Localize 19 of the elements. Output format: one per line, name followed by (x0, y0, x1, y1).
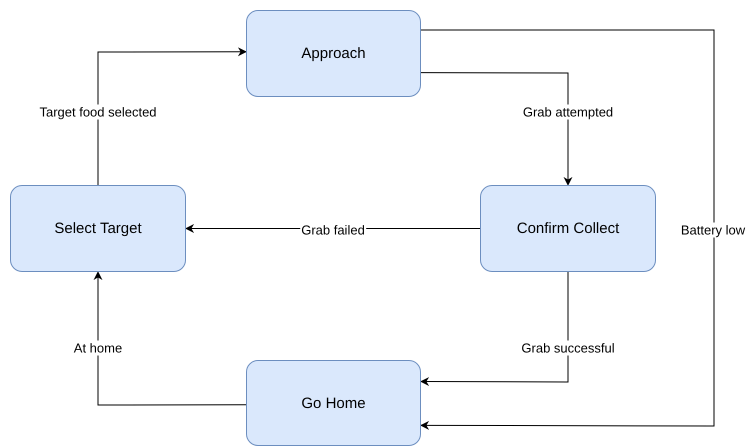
edge-label: Battery low (680, 222, 746, 238)
arrow (94, 271, 246, 406)
edge-label: Grab attempted (522, 104, 614, 120)
arrow (420, 72, 572, 186)
state-name: Go Home (301, 394, 366, 412)
state-name: Approach (301, 45, 366, 62)
arrow (98, 47, 247, 186)
edge-label: Grab failed (300, 222, 366, 238)
arrow (420, 272, 568, 386)
edge-label: Target food selected (38, 104, 158, 120)
edge-label: Grab successful (520, 340, 616, 356)
state-box (246, 10, 421, 97)
state-box (246, 360, 421, 446)
state-box (10, 185, 186, 272)
state-name: Confirm Collect (516, 220, 620, 237)
arrow (420, 30, 714, 430)
edge-label: At home (72, 340, 124, 356)
state-name: Select Target (54, 220, 142, 237)
state-box (480, 185, 656, 272)
